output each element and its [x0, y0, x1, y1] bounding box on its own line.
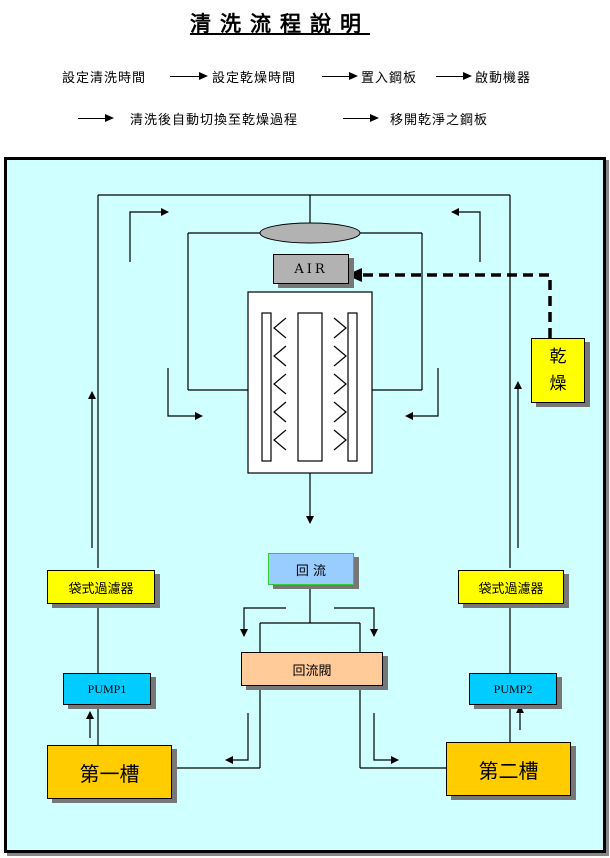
stencil-holder-left [261, 312, 272, 462]
flow-arrow-3 [436, 72, 472, 80]
stencil-holder-center [297, 312, 323, 462]
step-insert-stencil: 置入鋼板 [361, 71, 418, 86]
page-title: 清洗流程說明 [190, 11, 370, 36]
spray-nozzle [259, 222, 361, 244]
step-set-dry-time: 設定乾燥時間 [212, 71, 297, 86]
flow-arrow-5 [343, 114, 379, 122]
flow-arrow-1 [170, 72, 208, 80]
step-start-machine: 啟動機器 [475, 71, 532, 86]
return-flow-box: 回 流 [268, 553, 354, 585]
step-set-wash-time: 設定清洗時間 [62, 71, 147, 86]
dryer-char-1: 乾 [549, 346, 567, 367]
pump1-box: PUMP1 [63, 673, 151, 705]
air-box: AIR [273, 254, 349, 284]
bag-filter-left: 袋式過濾器 [47, 570, 155, 604]
bag-filter-right: 袋式過濾器 [458, 570, 564, 604]
dryer-char-2: 燥 [549, 373, 567, 394]
spray-pattern [273, 317, 347, 451]
pump2-box: PUMP2 [469, 673, 557, 705]
return-valve-box: 回流閥 [241, 652, 383, 686]
step-auto-switch-dry: 清洗後自動切換至乾燥過程 [130, 113, 299, 128]
tank-2: 第二槽 [446, 742, 571, 796]
dryer-air-arrowhead [346, 268, 362, 282]
stencil-holder-right [347, 312, 358, 462]
flow-arrow-2 [322, 72, 358, 80]
flow-arrow-4 [78, 114, 114, 122]
dryer-box: 乾 燥 [531, 338, 585, 403]
step-remove-stencil: 移開乾淨之鋼板 [390, 113, 489, 128]
tank-1: 第一槽 [47, 745, 172, 799]
